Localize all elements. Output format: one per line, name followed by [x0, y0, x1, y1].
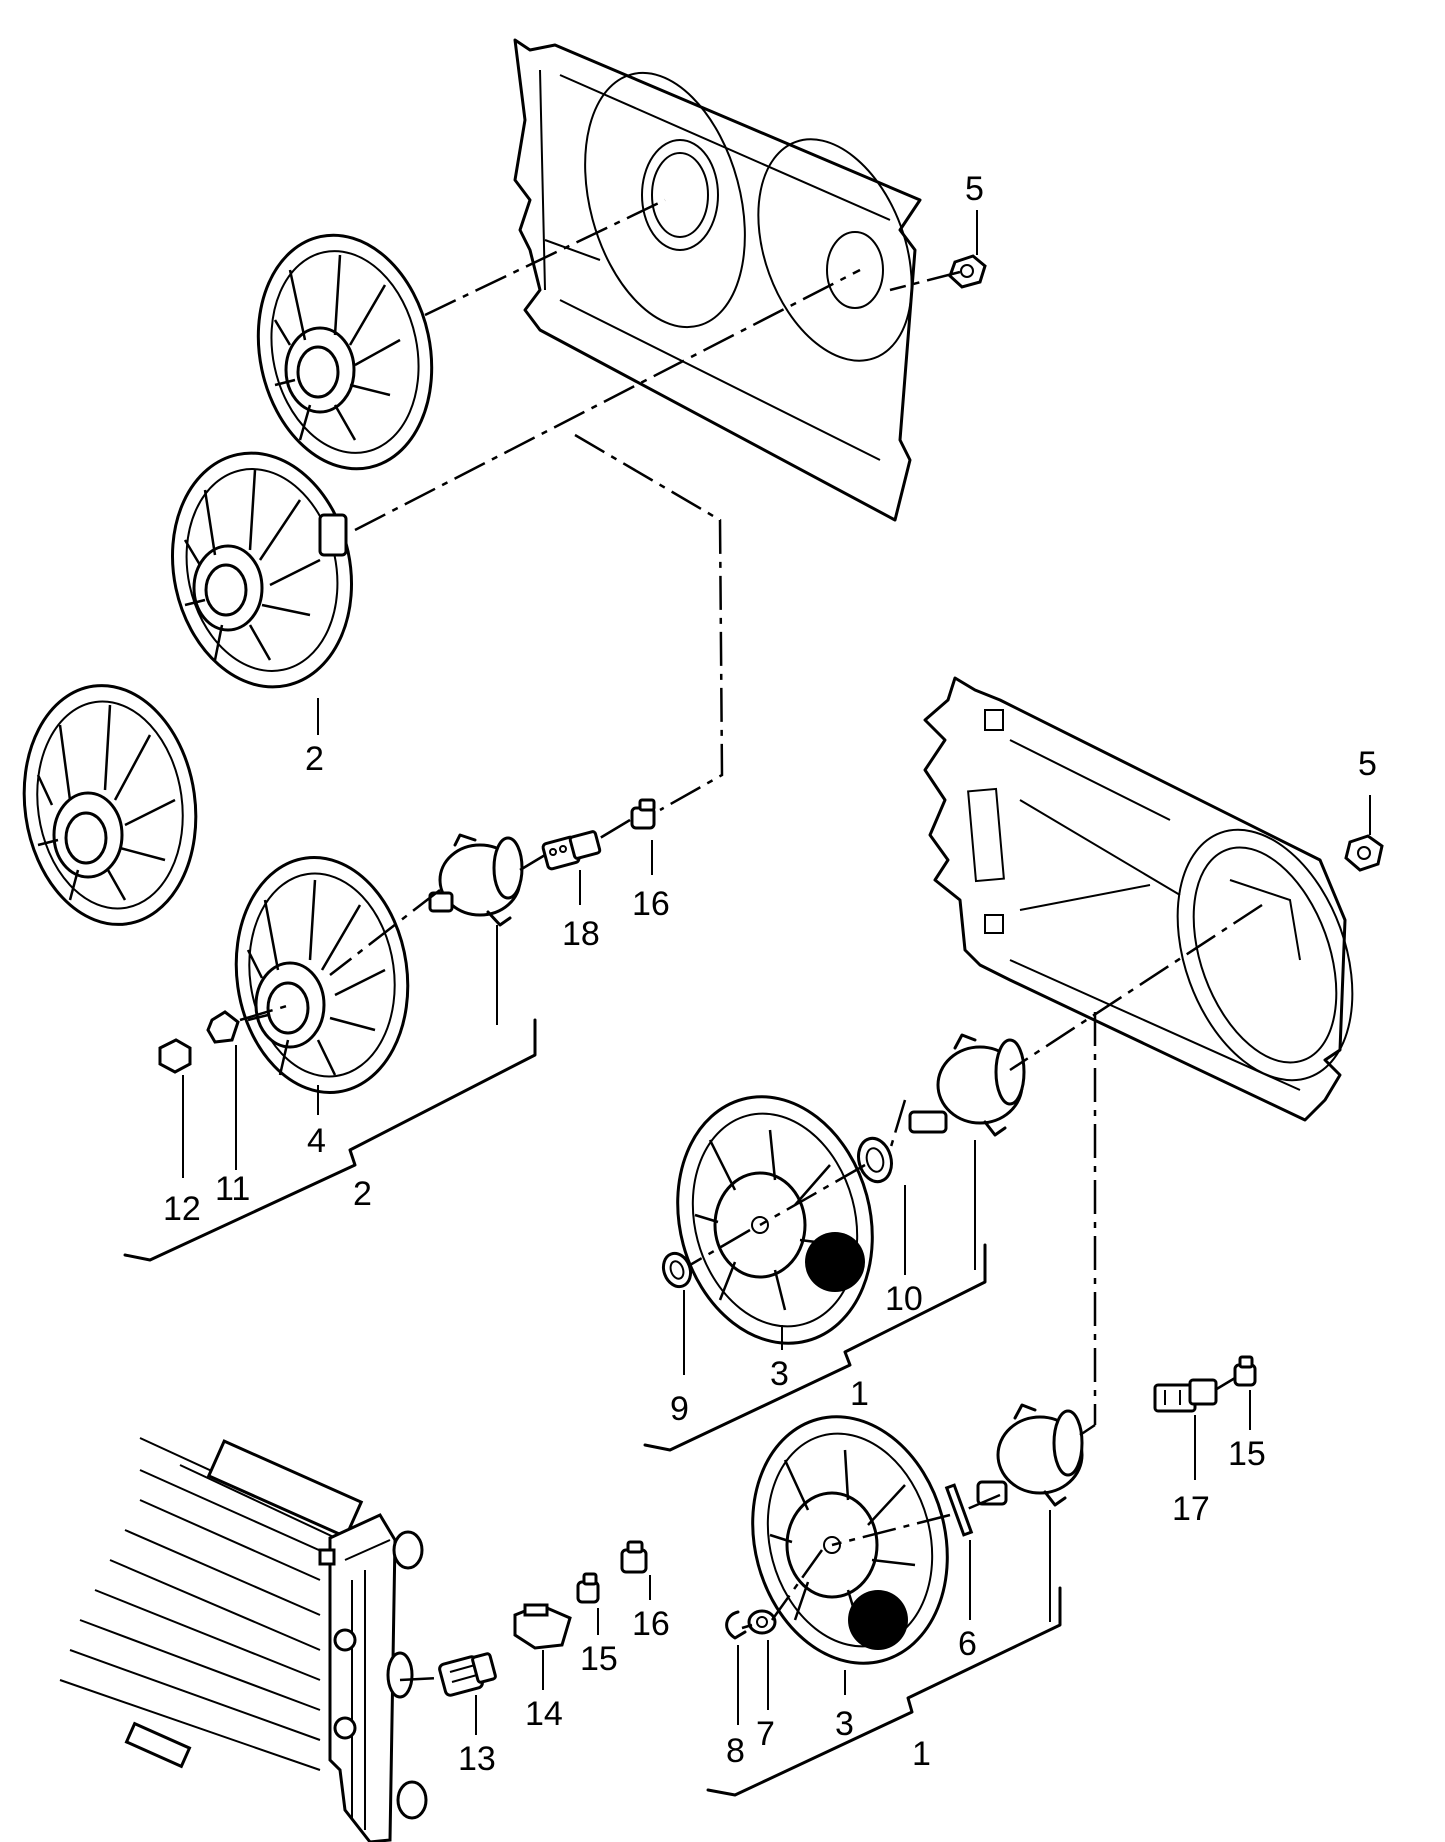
callout-labels: 5 2 18 16 5 4 11 12 2 10 3 1 9 17 15 13 … — [163, 170, 1377, 1778]
callout-1-upper: 1 — [850, 1375, 869, 1413]
callout-11: 11 — [215, 1170, 250, 1208]
callout-14: 14 — [525, 1695, 563, 1733]
nut-5-upper — [948, 254, 987, 289]
callout-3-upper: 3 — [770, 1355, 789, 1393]
fan-motor-upper-left — [428, 833, 524, 927]
leader-lines-upper-left — [123, 698, 653, 1262]
marker-dot-upper — [805, 1232, 865, 1292]
leader-lines-lower-left — [399, 1575, 651, 1735]
nut-12 — [158, 1038, 192, 1074]
callout-6: 6 — [958, 1625, 977, 1663]
plug-16-lower — [620, 1540, 648, 1574]
fan-motor-lower — [976, 1403, 1084, 1507]
callout-3-lower: 3 — [835, 1705, 854, 1743]
plug-16-upper — [630, 798, 656, 830]
nut-5-middle — [1344, 834, 1384, 872]
assembly-lines-upper — [239, 198, 961, 1022]
callout-12: 12 — [163, 1190, 201, 1228]
fan-wheel-top — [256, 233, 434, 471]
spacer-6 — [944, 1483, 974, 1537]
plug-15-lower — [576, 1572, 600, 1604]
fan-wheel-left — [22, 684, 198, 926]
callout-10: 10 — [885, 1280, 923, 1318]
callout-13: 13 — [458, 1740, 496, 1778]
connector-17 — [1153, 1378, 1218, 1413]
radiator — [59, 1437, 428, 1842]
clip-11 — [206, 1010, 240, 1044]
callout-15-lower: 15 — [580, 1640, 618, 1678]
callout-8: 8 — [726, 1732, 745, 1770]
connector-14 — [513, 1603, 572, 1650]
fan-wheel-4 — [234, 856, 410, 1094]
callout-2-upper: 2 — [305, 740, 324, 778]
callout-1-lower: 1 — [912, 1735, 931, 1773]
fan-wheel-3-upper — [676, 1095, 874, 1345]
callout-16-upper: 16 — [632, 885, 670, 923]
leader-lines-middle — [643, 1140, 987, 1452]
plug-15-right — [1233, 1355, 1257, 1387]
fan-wheel-middle — [170, 451, 354, 689]
clip-8 — [725, 1610, 747, 1640]
clip-9 — [661, 1251, 693, 1289]
ring-10 — [857, 1136, 893, 1184]
marker-dot-lower — [848, 1590, 908, 1650]
callout-15-right: 15 — [1228, 1435, 1266, 1473]
upper-fan-shroud — [513, 38, 922, 522]
callout-17: 17 — [1172, 1490, 1210, 1528]
callout-4: 4 — [307, 1122, 326, 1160]
callout-2-lower: 2 — [353, 1175, 372, 1213]
callout-5-top: 5 — [965, 170, 984, 208]
middle-fan-shroud — [923, 676, 1354, 1122]
callout-18: 18 — [562, 915, 600, 953]
washer-7 — [747, 1609, 777, 1635]
fan-motor-middle — [908, 1033, 1026, 1137]
callout-16-lower: 16 — [632, 1605, 670, 1643]
callout-5-middle: 5 — [1358, 745, 1377, 783]
assembly-lines-middle — [689, 903, 1263, 1425]
leader-lines-lower-right — [706, 1390, 1251, 1797]
assembly-lines-lower — [741, 1376, 1236, 1630]
connector-18 — [541, 830, 602, 871]
thermo-switch-13 — [438, 1652, 497, 1697]
callout-7: 7 — [756, 1715, 775, 1753]
callout-9: 9 — [670, 1390, 689, 1428]
